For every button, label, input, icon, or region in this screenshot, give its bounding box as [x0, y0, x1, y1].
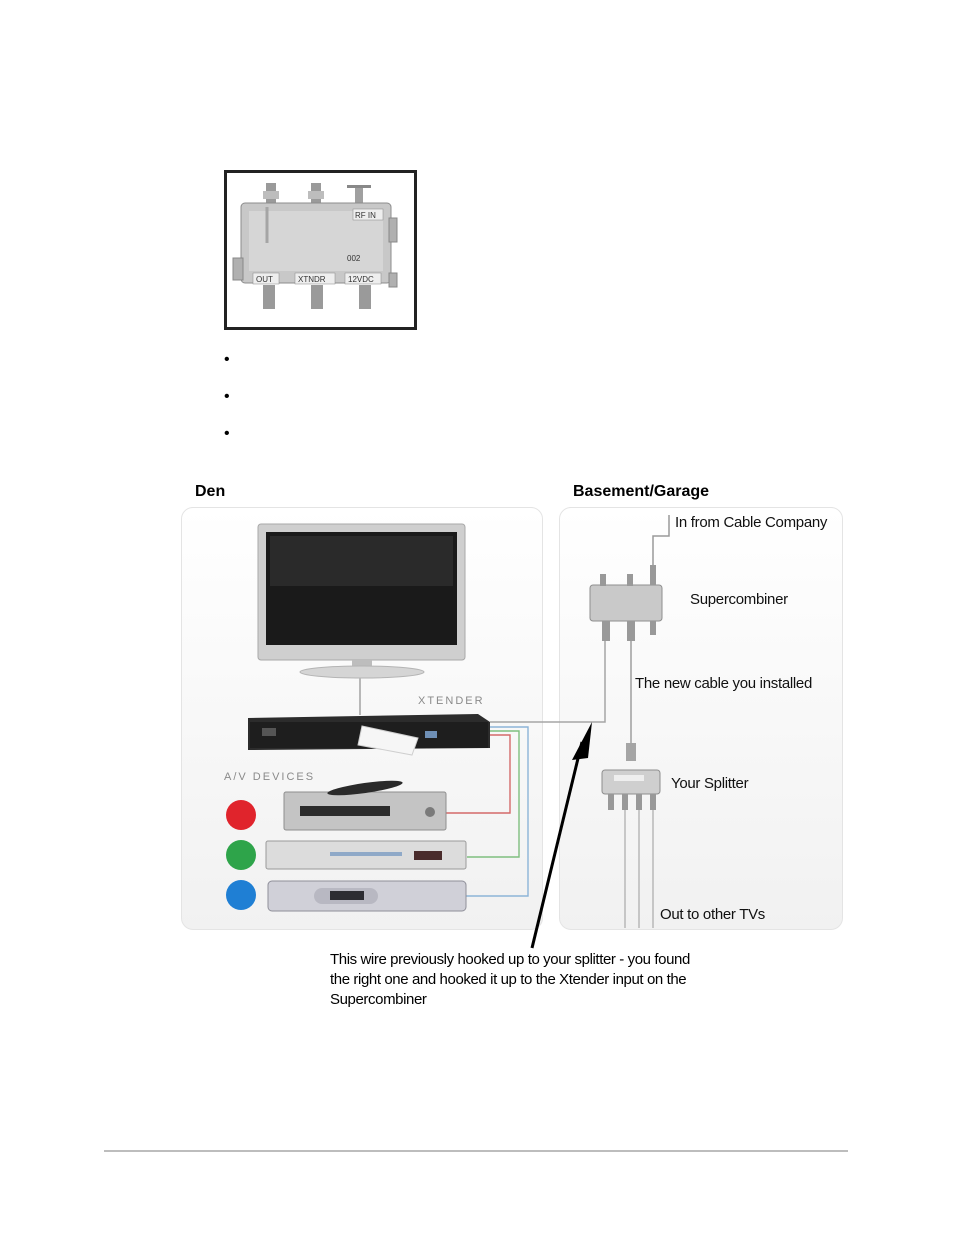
basement-title: Basement/Garage: [573, 483, 710, 500]
port-xtndr-label: XTNDR: [298, 275, 326, 284]
dvd-player-icon: [265, 840, 467, 870]
green-dot: [226, 840, 256, 870]
in-from-cable-label: In from Cable Company: [675, 514, 828, 531]
supercombiner-photo-drawing: RF IN 002 OUT XTNDR 12VDC: [232, 183, 398, 309]
footer-divider: [104, 1150, 848, 1152]
av-devices-label: A/V DEVICES: [224, 771, 316, 783]
port-rf-in-label: RF IN: [355, 211, 376, 220]
cable-box-icon: [267, 880, 467, 912]
dvr-device-icon: [283, 780, 447, 831]
port-out-label: OUT: [256, 275, 273, 284]
bullet-2: •: [224, 388, 230, 405]
supercombiner-icon: [589, 565, 663, 641]
your-splitter-label: Your Splitter: [671, 775, 749, 792]
blue-dot: [226, 880, 256, 910]
red-dot: [226, 800, 256, 830]
xtender-label: XTENDER: [418, 695, 485, 707]
model-code-label: 002: [347, 254, 361, 263]
supercombiner-photo: RF IN 002 OUT XTNDR 12VDC: [224, 170, 417, 330]
supercombiner-label: Supercombiner: [690, 591, 788, 608]
port-12vdc-label: 12VDC: [348, 275, 374, 284]
caption-line-3: Supercombiner: [330, 991, 427, 1008]
bullet-1: •: [224, 351, 230, 368]
tv-icon: [257, 523, 466, 679]
splitter-icon: [601, 743, 661, 810]
new-cable-label: The new cable you installed: [635, 675, 813, 692]
den-title: Den: [195, 483, 226, 500]
caption-line-1: This wire previously hooked up to your s…: [330, 951, 690, 968]
wire-caption: This wire previously hooked up to your s…: [330, 950, 760, 1010]
xtender-box-icon: [248, 714, 490, 756]
basement-panel: [559, 507, 843, 930]
caption-line-2: the right one and hooked it up to the Xt…: [330, 971, 687, 988]
out-to-tvs-label: Out to other TVs: [660, 906, 765, 923]
bullet-3: •: [224, 425, 230, 442]
